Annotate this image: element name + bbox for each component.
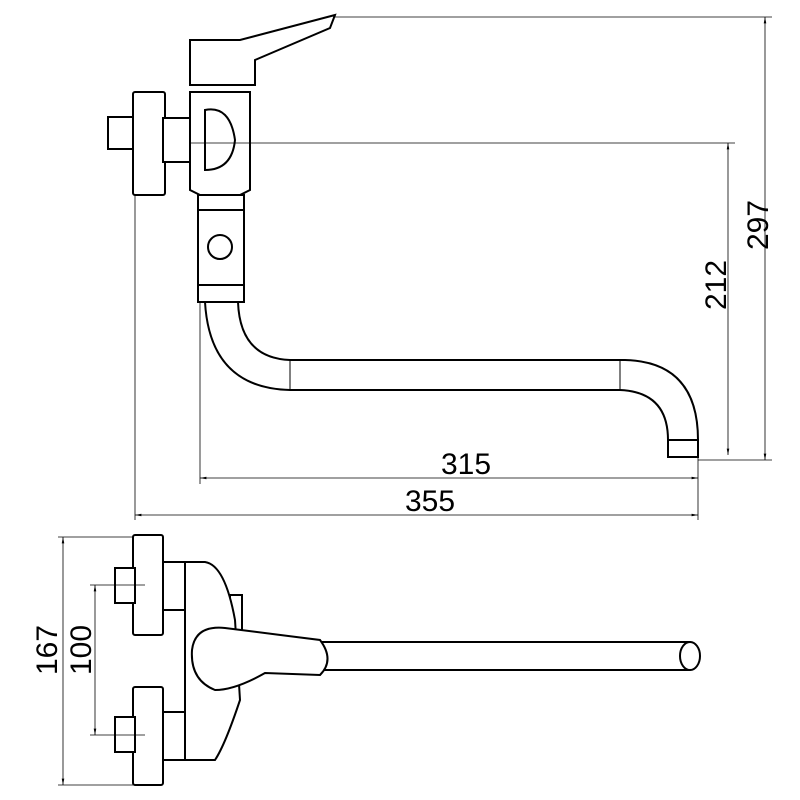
connector-top <box>162 561 186 611</box>
dim-label-212: 212 <box>700 260 733 310</box>
eccentric-connector <box>162 117 191 163</box>
connector-bottom <box>162 711 186 761</box>
dim-label-100: 100 <box>65 625 98 675</box>
wall-flange <box>132 91 166 196</box>
dim-label-315: 315 <box>441 448 491 481</box>
lever-handle-plan <box>190 626 329 692</box>
lever-handle <box>189 13 337 86</box>
body-boss <box>204 108 237 172</box>
spout-tube-plan <box>299 641 698 671</box>
spout-outlet <box>667 439 699 458</box>
dim-label-297: 297 <box>742 200 775 250</box>
inlet-nut-top <box>114 567 136 604</box>
side-dimensions: 297 212 315 355 <box>134 16 775 520</box>
collar-top <box>197 194 245 211</box>
side-elevation-view <box>107 13 700 458</box>
aerator-hole <box>207 234 233 260</box>
dim-label-355: 355 <box>405 485 455 518</box>
plan-dimensions: 167 100 <box>31 536 145 786</box>
inlet-nut-bottom <box>114 716 136 753</box>
spout-end <box>679 641 701 671</box>
wall-flange-bottom <box>132 686 164 786</box>
collar-bottom <box>197 284 245 303</box>
spout-tube <box>203 301 700 441</box>
inlet-nut <box>107 116 136 150</box>
dim-label-167: 167 <box>31 625 64 675</box>
plan-view <box>114 534 701 786</box>
